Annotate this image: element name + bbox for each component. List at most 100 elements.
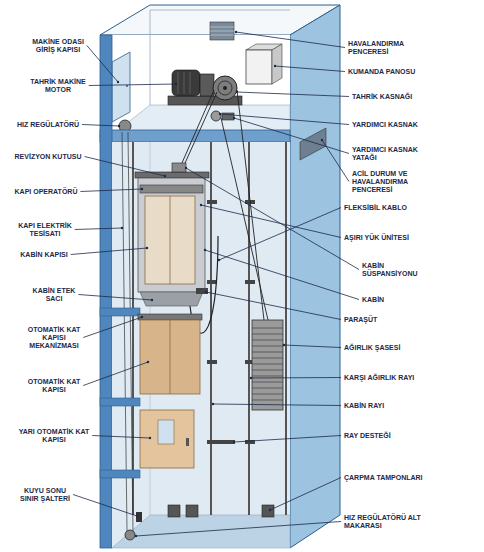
part-label: TAHRİK MAKİNE MOTOR <box>30 78 85 93</box>
part-label-box: KUYU SONU SINIR ŞALTERİ <box>14 487 76 503</box>
leader-line <box>213 404 341 406</box>
leader-line <box>136 522 341 537</box>
part-label: KABİN SÜSPANSİYONU <box>362 262 418 277</box>
part-label: YARI OTOMATİK KAT KAPISI <box>19 428 90 443</box>
leader-dot <box>118 125 120 127</box>
part-label: KAPI OPERATÖRÜ <box>15 188 78 195</box>
leader-line <box>75 228 122 230</box>
part-label: KABİN KAPISI <box>20 251 67 258</box>
leader-line <box>84 157 165 177</box>
leader-dot <box>121 227 123 229</box>
part-label: AĞIRLIK ŞASESİ <box>344 344 400 351</box>
part-label-box: YARI OTOMATİK KAT KAPISI <box>18 428 90 444</box>
leader-line <box>270 478 341 511</box>
part-label-box: KARŞI AĞIRLIK RAYI <box>344 374 464 382</box>
leader-line <box>82 125 119 127</box>
leader-line <box>205 250 359 300</box>
leader-line <box>275 66 345 72</box>
part-label-box: HIZ REGÜLATÖRÜ <box>10 121 86 129</box>
part-label: AŞIRI YÜK ÜNİTESİ <box>344 234 409 241</box>
part-label-box: KUMANDA PANOSU <box>348 68 468 76</box>
leader-line <box>87 46 118 83</box>
part-label-box: YARDIMCI KASNAK <box>352 121 472 129</box>
part-label: RAY DESTEĞİ <box>344 432 391 439</box>
part-label: ACİL DURUM VE HAVALANDIRMA PENCERESİ <box>352 170 408 193</box>
part-label-box: FLEKSİBİL KABLO <box>344 204 464 212</box>
part-label: KABİN RAYI <box>344 402 384 409</box>
part-label-box: OTOMATİK KAT KAPISI <box>18 378 90 394</box>
leader-line <box>284 345 341 348</box>
leader-line <box>73 495 137 517</box>
leader-dot <box>149 437 151 439</box>
part-label: OTOMATİK KAT KAPISI <box>28 378 81 393</box>
leader-line <box>71 248 147 255</box>
part-label-box: ÇARPMA TAMPONLARI <box>344 474 464 482</box>
part-label: OTOMATİK KAT KAPISI MEKANİZMASI <box>28 326 81 349</box>
leader-dot <box>233 117 235 119</box>
part-label: PARAŞÜT <box>344 316 377 323</box>
leader-dot <box>204 249 206 251</box>
leader-dot <box>218 259 220 261</box>
part-label-box: KABİN KAPISI <box>10 251 78 259</box>
part-label: HIZ REGÜLATÖRÜ ALT MAKARASI <box>344 514 421 529</box>
part-label-box: HAVALANDIRMA PENCERESİ <box>348 40 428 56</box>
leader-line <box>206 292 341 320</box>
part-label-box: REVİZYON KUTUSU <box>10 153 86 161</box>
leader-dot <box>233 441 235 443</box>
part-label: YARDIMCI KASNAK YATAĞI <box>352 146 418 161</box>
leader-dot <box>219 113 221 115</box>
part-label-box: TAHRİK KASNAĞI <box>352 93 472 101</box>
leader-line <box>219 208 341 261</box>
leader-line <box>80 189 142 192</box>
part-label-box: AŞIRI YÜK ÜNİTESİ <box>344 234 464 242</box>
part-label: KABİN ETEK SACI <box>33 287 76 302</box>
part-label-box: ACİL DURUM VE HAVALANDIRMA PENCERESİ <box>352 170 422 194</box>
part-label-box: AĞIRLIK ŞASESİ <box>344 344 464 352</box>
leader-line <box>89 84 176 86</box>
leader-dot <box>175 83 177 85</box>
part-label-box: OTOMATİK KAT KAPISI MEKANİZMASI <box>18 326 90 350</box>
leader-line <box>201 205 341 238</box>
part-label-box: KAPI OPERATÖRÜ <box>10 188 82 196</box>
part-label: FLEKSİBİL KABLO <box>344 204 407 211</box>
leader-dot <box>274 65 276 67</box>
leader-line <box>186 168 359 270</box>
leader-dot <box>147 361 149 363</box>
leader-dot <box>205 291 207 293</box>
leader-dot <box>135 535 137 537</box>
leader-line <box>234 436 341 443</box>
leader-dot <box>146 247 148 249</box>
leader-dot <box>136 515 138 517</box>
leader-dot <box>185 167 187 169</box>
leader-dot <box>200 204 202 206</box>
part-label-box: TAHRİK MAKİNE MOTOR <box>22 78 94 94</box>
part-label: KARŞI AĞIRLIK RAYI <box>344 374 414 381</box>
part-label-box: YARDIMCI KASNAK YATAĞI <box>352 146 422 162</box>
part-label: HAVALANDIRMA PENCERESİ <box>348 40 404 55</box>
leader-dot <box>250 377 252 379</box>
leader-line <box>92 436 150 439</box>
leader-dot <box>117 81 119 83</box>
leader-line <box>83 317 142 338</box>
leader-dot <box>321 139 323 141</box>
part-label: ÇARPMA TAMPONLARI <box>344 474 423 481</box>
part-label-box: RAY DESTEĞİ <box>344 432 464 440</box>
leader-dot <box>235 31 237 33</box>
leader-dot <box>164 175 166 177</box>
leader-line <box>234 118 349 154</box>
part-label: HIZ REGÜLATÖRÜ <box>17 121 79 128</box>
part-label: KUMANDA PANOSU <box>348 68 415 75</box>
leader-line <box>236 32 345 48</box>
part-label: YARDIMCI KASNAK <box>352 121 418 128</box>
part-label-box: PARAŞÜT <box>344 316 464 324</box>
leader-dot <box>236 91 238 93</box>
part-label: KAPI ELEKTRİK TESİSATI <box>18 222 72 237</box>
leader-line <box>322 140 349 182</box>
leader-dot <box>141 188 143 190</box>
leader-line <box>78 295 152 301</box>
leader-dot <box>283 344 285 346</box>
part-label-box: MAKİNE ODASI GİRİŞ KAPISI <box>22 38 94 54</box>
part-label: TAHRİK KASNAĞI <box>352 93 412 100</box>
